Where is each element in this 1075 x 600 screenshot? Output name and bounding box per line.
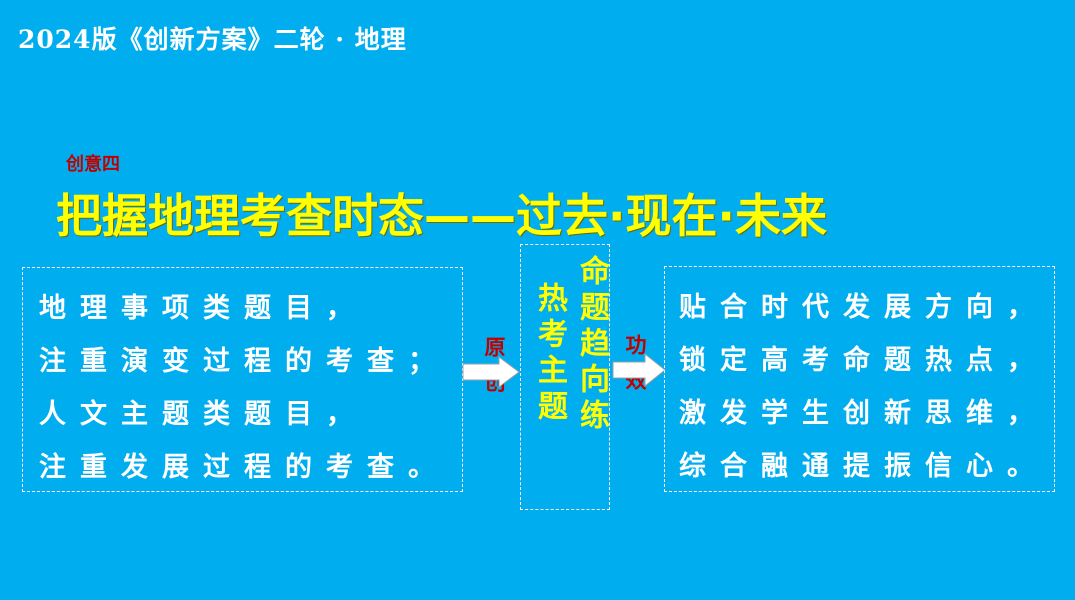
slide-title: 把握地理考查时态——过去·现在·未来 (56, 189, 827, 243)
right-line-2: 锁定高考命题热点， (679, 345, 1048, 376)
right-arrow-icon (612, 352, 666, 388)
right-line-4: 综合融通提振信心。 (679, 451, 1048, 482)
idea-tag: 创意四 (66, 154, 120, 175)
header-title: 2024版《创新方案》二轮 · 地理 (18, 25, 407, 54)
middle-column-2: 热考主题 (532, 282, 567, 426)
left-line-3: 人文主题类题目， (39, 399, 367, 430)
left-line-4: 注重发展过程的考查。 (39, 452, 449, 483)
right-arrow-icon (462, 356, 520, 388)
left-line-1: 地理事项类题目， (39, 293, 367, 324)
right-text-box: 贴合时代发展方向， 锁定高考命题热点， 激发学生创新思维， 综合融通提振信心。 (664, 266, 1055, 492)
right-line-3: 激发学生创新思维， (679, 398, 1048, 429)
middle-column-1: 命题趋向练 (574, 255, 609, 435)
left-text-box: 地理事项类题目， 注重演变过程的考查； 人文主题类题目， 注重发展过程的考查。 (22, 267, 463, 492)
left-line-2: 注重演变过程的考查； (39, 346, 449, 377)
right-line-1: 贴合时代发展方向， (679, 292, 1048, 323)
middle-box (520, 244, 610, 510)
